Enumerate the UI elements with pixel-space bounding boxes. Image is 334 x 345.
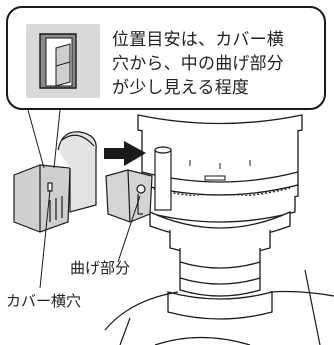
callout-box: 位置目安は、カバー横 穴から、中の曲げ部分 が少し見える程度 — [6, 6, 326, 110]
leader-lines — [27, 109, 141, 289]
scale-marks — [189, 160, 251, 181]
callout-line: 位置目安は、カバー横 — [112, 30, 284, 50]
inset-cover-icon — [39, 33, 77, 89]
cover-piece — [13, 131, 97, 233]
base-cloth — [104, 269, 334, 345]
callout-line: が少し見える程度 — [112, 78, 250, 98]
callout-line: 穴から、中の曲げ部分 — [112, 54, 284, 74]
label-bend-part: 曲げ部分 — [70, 259, 131, 277]
inset-image — [26, 24, 100, 98]
label-cover-side-hole: カバー横穴 — [6, 292, 82, 310]
direction-arrow — [104, 141, 146, 166]
lens-barrel — [135, 112, 305, 320]
mounted-adapter — [105, 146, 172, 223]
callout-text: 位置目安は、カバー横 穴から、中の曲げ部分 が少し見える程度 — [112, 28, 322, 100]
